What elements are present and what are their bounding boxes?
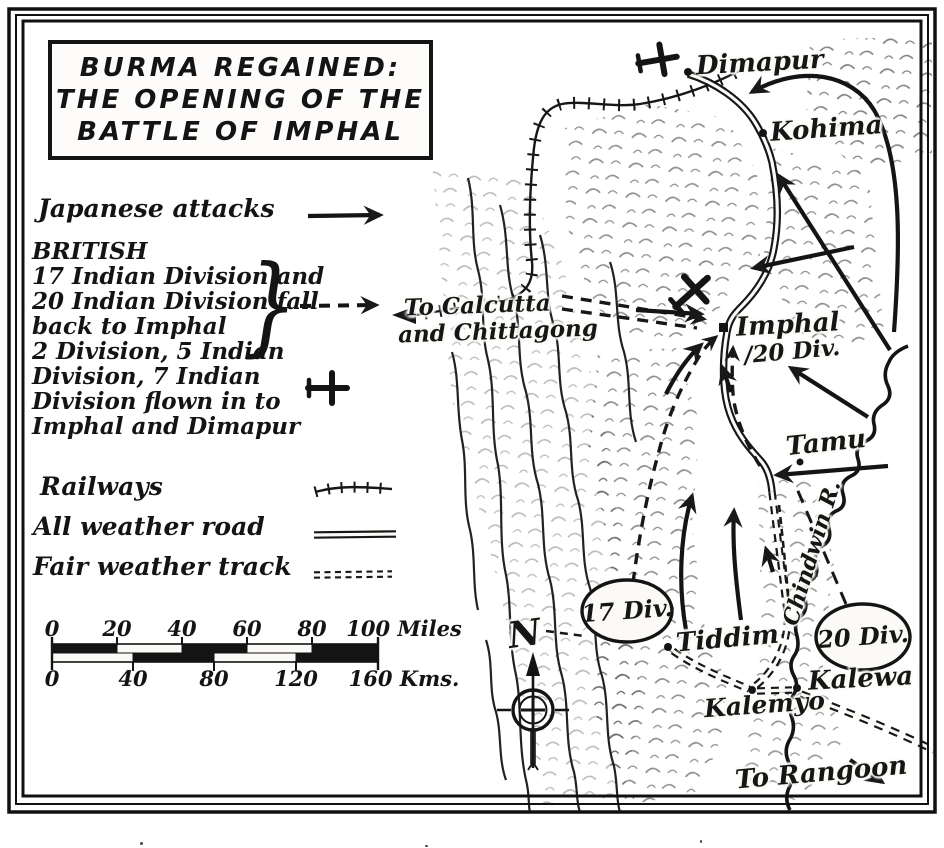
map-title-line1: BURMA REGAINED:	[79, 53, 402, 83]
scale-miles-tick: 80	[297, 616, 327, 641]
division-17-label: 17 Div.	[580, 592, 674, 629]
scale-kms-tick: 0	[44, 666, 60, 691]
japanese-arrow	[718, 364, 737, 393]
railway-arrowhead	[392, 306, 416, 324]
division-ovals	[580, 578, 912, 672]
legend-japanese-attacks: Japanese attacks	[38, 194, 275, 223]
solid-arrow-icon	[307, 205, 384, 225]
scale-kms-tick: 120	[274, 666, 318, 691]
legend-british-header: BRITISH	[32, 238, 148, 265]
place-label-kohima: Kohima	[769, 110, 884, 148]
legend-railways: Railways	[40, 472, 163, 501]
town-dot-kalemyo	[748, 686, 756, 694]
legend-retreat-line: 20 Indian Division fall	[32, 288, 319, 315]
ink-speck	[425, 845, 428, 847]
town-dot-kalewa	[793, 684, 801, 692]
river-line	[450, 351, 480, 611]
railway-line	[392, 60, 751, 324]
ink-speck	[140, 842, 143, 845]
legend-flown-line: Division flown in to	[32, 388, 281, 415]
airplane-icon	[636, 42, 680, 78]
legend-flown-line: Division, 7 Indian	[32, 363, 261, 390]
japanese-attack-arrows	[635, 73, 901, 785]
dashed-arrow-icon	[299, 296, 380, 315]
scale-kms-tick: 40	[118, 666, 148, 691]
scale-miles-end: 100 Miles	[346, 616, 462, 641]
map-title-line3: BATTLE OF IMPHAL	[77, 117, 404, 147]
legend-all-weather-road: All weather road	[33, 512, 265, 541]
map-title-line2: THE OPENING OF THE	[56, 85, 425, 115]
river-line	[466, 177, 532, 813]
map-title-box: BURMA REGAINED: THE OPENING OF THE BATTL…	[48, 40, 433, 160]
japanese-arrow	[748, 73, 901, 333]
japanese-arrow	[677, 492, 697, 631]
chindwin-river-line	[784, 344, 909, 811]
town-markers	[664, 68, 804, 694]
legend-symbols	[299, 205, 397, 579]
river-line	[538, 234, 622, 813]
town-dot-dimapur	[684, 68, 692, 76]
fair-weather-tracks	[545, 491, 936, 754]
town-dot-tiddim	[664, 643, 672, 651]
scale-miles-tick: 40	[167, 616, 197, 641]
rivers	[450, 177, 638, 813]
japanese-arrow	[776, 172, 892, 352]
legend-flown-line: 2 Division, 5 Indian	[32, 338, 285, 365]
place-label-to-calcutta-2: and Chittagong	[397, 314, 599, 349]
japanese-arrow	[635, 303, 705, 323]
compass-north-label: N	[505, 610, 544, 658]
japanese-arrow	[723, 507, 744, 621]
map-border	[7, 7, 937, 814]
scale-kms-tick: 80	[199, 666, 229, 691]
compass-rose-icon	[497, 652, 569, 771]
scale-miles-tick: 0	[44, 616, 60, 641]
river-line	[608, 261, 638, 443]
town-square-imphal	[719, 323, 728, 332]
legend-retreat-line: 17 Indian Division and	[32, 263, 325, 290]
japanese-arrow	[750, 244, 855, 275]
legend-flown-line: Imphal and Dimapur	[32, 413, 301, 440]
japanese-arrow	[787, 365, 870, 419]
town-dot-tamu	[796, 458, 804, 466]
japanese-arrow	[761, 545, 780, 573]
place-label-dimapur: Dimapur	[695, 44, 825, 82]
japanese-arrow	[773, 463, 889, 484]
town-dot-kohima	[759, 129, 767, 137]
japanese-arrow	[664, 342, 704, 395]
division-20-label: 20 Div.	[816, 618, 910, 655]
place-label-tamu: Tamu	[784, 423, 868, 463]
to-rangoon-arrow	[848, 758, 886, 785]
division-20-oval	[814, 602, 912, 672]
scale-bar	[50, 637, 380, 671]
scale-miles-tick: 20	[102, 616, 132, 641]
legend-retreat-line: back to Imphal	[32, 313, 227, 340]
river-line	[498, 204, 582, 813]
airplane-icon	[308, 373, 347, 403]
legend-fair-weather-track: Fair weather track	[33, 552, 292, 581]
place-label-to-calcutta-1: To Calcutta	[403, 289, 552, 322]
ink-speck	[700, 840, 702, 843]
scale-miles-tick: 60	[232, 616, 262, 641]
legend-brace: }	[243, 243, 298, 368]
scale-kms-end: 160 Kms.	[348, 666, 460, 691]
division-17-oval	[580, 578, 674, 644]
river-line	[484, 639, 508, 781]
